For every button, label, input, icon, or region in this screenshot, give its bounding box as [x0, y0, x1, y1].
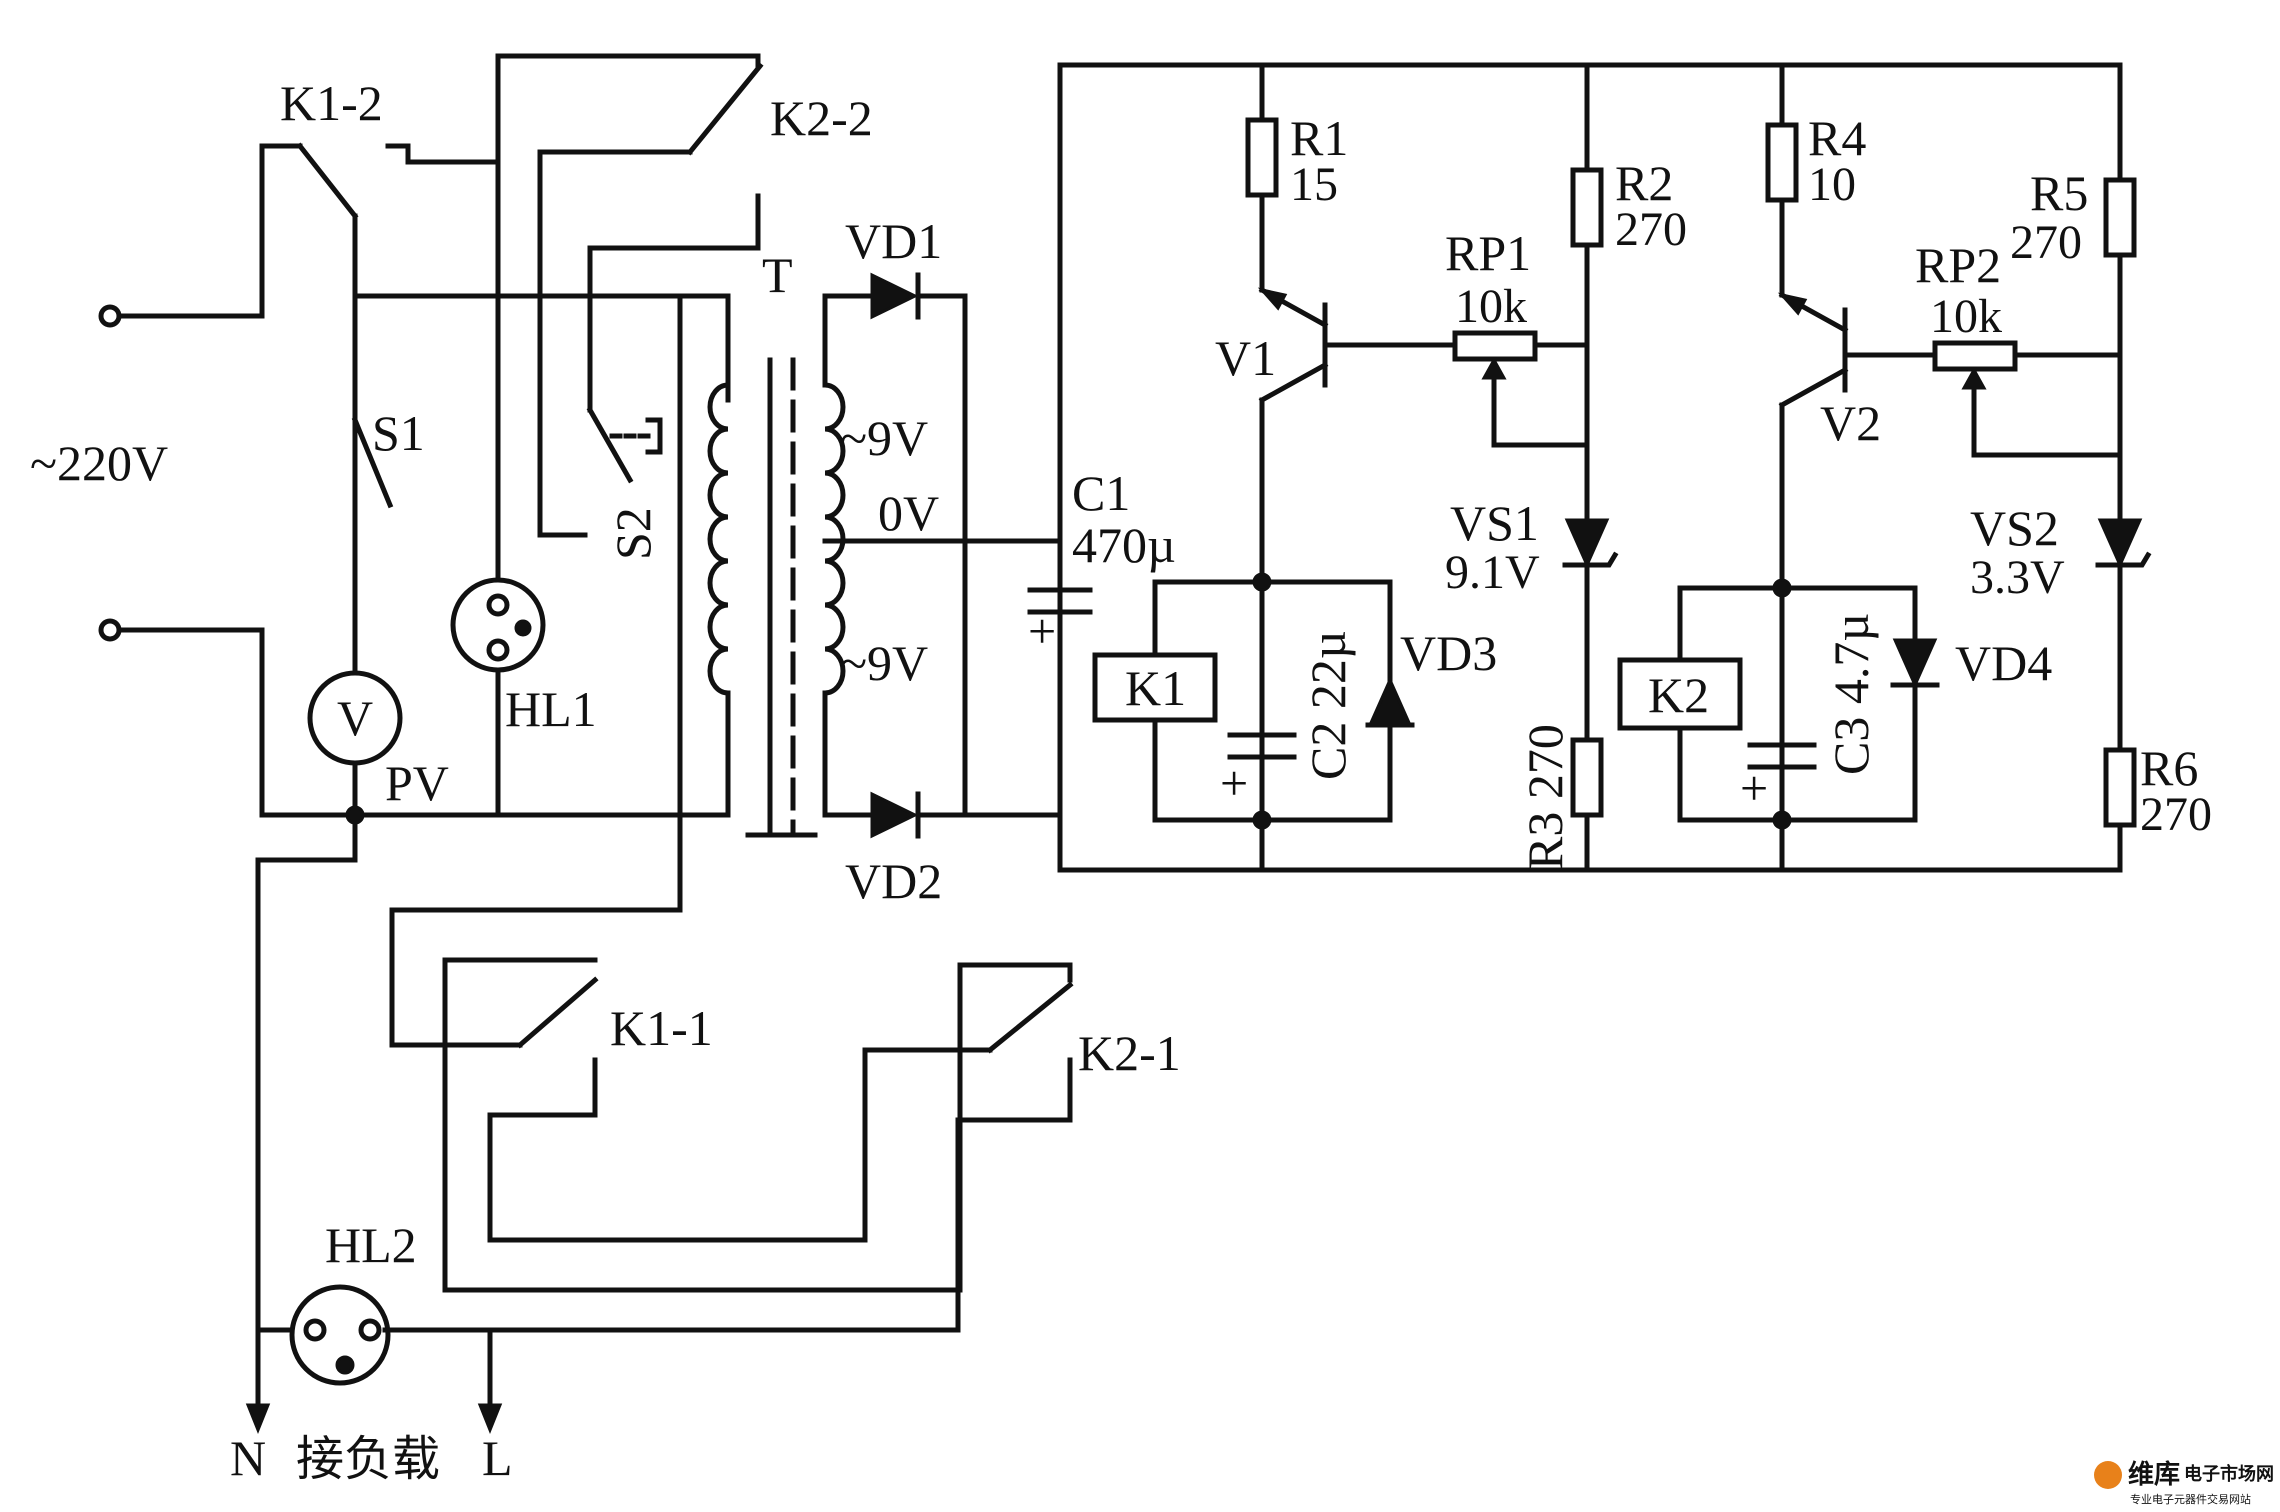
input-terminal-bottom [98, 618, 122, 642]
r1-label: R1 [1290, 110, 1348, 166]
n-label: N [230, 1430, 266, 1486]
c3-plus: + [1740, 760, 1768, 816]
k1-1-label: K1-1 [610, 1000, 713, 1056]
tap-mid-label: 0V [878, 485, 939, 541]
k1-label: K1 [1125, 660, 1186, 716]
vs1-value: 9.1V [1445, 546, 1540, 599]
transformer-t: T ~9V 0V ~9V [389, 247, 1063, 1048]
pv-label: PV [385, 755, 449, 811]
r2-resistor [1570, 167, 1604, 248]
c1-label: C1 [1072, 465, 1130, 521]
rp2-value: 10k [1930, 290, 2002, 343]
rectifier: VD1 VD2 + C1 470µ [822, 213, 1176, 909]
s2-label: S2 [605, 507, 661, 560]
r5-resistor [2103, 177, 2137, 258]
r1-resistor [1245, 117, 1279, 198]
watermark-site: 电子市场网 [2184, 1463, 2274, 1485]
watermark-sub: 专业电子元器件交易网站 [2130, 1492, 2251, 1506]
k2-2-label: K2-2 [770, 90, 873, 146]
supply-voltage-label: ~220V [30, 435, 168, 491]
output-section: HL2 N 接负载 L [230, 1217, 513, 1487]
watermark-brand: 维库 [2128, 1459, 2180, 1490]
r5-label: R5 [2030, 165, 2088, 221]
vd4-label: VD4 [1955, 635, 2052, 691]
watermark: 维库 电子市场网 专业电子元器件交易网站 [2094, 1459, 2274, 1506]
k2-relay-coil [1617, 657, 1743, 731]
c3-label: C3 4.7µ [1823, 613, 1879, 775]
k1-relay-coil [1092, 652, 1218, 723]
rp1-potentiometer [1452, 330, 1538, 362]
vs2-value: 3.3V [1970, 551, 2065, 604]
r5-value: 270 [2010, 216, 2082, 269]
load-label: 接负载 [296, 1431, 440, 1487]
control-board: R1 15 V1 RP1 10k R2 270 VS1 9.1V R3 270 [1057, 62, 2212, 873]
r3-resistor [1570, 737, 1604, 818]
input-terminal-top [98, 304, 122, 328]
r6-label: R6 [2140, 740, 2198, 796]
vd3-label: VD3 [1400, 625, 1497, 681]
l-output-arrow [477, 1403, 503, 1435]
c1-plus: + [1028, 603, 1056, 659]
tap-bottom-label: ~9V [840, 635, 928, 691]
r4-value: 10 [1808, 158, 1856, 211]
voltmeter-symbol: V [337, 690, 373, 746]
rp2-potentiometer [1932, 340, 2018, 372]
r4-label: R4 [1808, 110, 1866, 166]
hl2-lamp [289, 1284, 391, 1386]
output-contacts: K1-1 K2-1 [382, 957, 1181, 1333]
v2-label: V2 [1820, 395, 1881, 451]
vd1-label: VD1 [845, 213, 942, 269]
rp1-label: RP1 [1445, 225, 1531, 281]
l-label: L [482, 1430, 513, 1486]
r6-value: 270 [2140, 788, 2212, 841]
v1-label: V1 [1215, 330, 1276, 386]
vs2-label: VS2 [1970, 500, 2059, 556]
n-output-arrow [245, 1403, 271, 1435]
c2-plus: + [1220, 755, 1248, 811]
hl1-label: HL1 [505, 681, 597, 737]
k2-1-label: K2-1 [1078, 1025, 1181, 1081]
s1-label: S1 [372, 405, 425, 461]
r1-value: 15 [1290, 158, 1338, 211]
r6-resistor [2103, 747, 2137, 828]
mains-section: ~220V K1-2 K2-2 S2 S1 V PV [30, 53, 873, 1413]
k2-label: K2 [1648, 667, 1709, 723]
vs1-label: VS1 [1450, 495, 1539, 551]
rp2-label: RP2 [1915, 237, 2001, 293]
tap-top-label: ~9V [840, 410, 928, 466]
k1-2-label: K1-2 [280, 75, 383, 131]
watermark-logo-icon [2094, 1461, 2122, 1489]
r4-resistor [1765, 122, 1799, 203]
vd2-label: VD2 [845, 853, 942, 909]
r2-label: R2 [1615, 155, 1673, 211]
r3-label: R3 270 [1517, 724, 1573, 870]
hl2-label: HL2 [325, 1217, 417, 1273]
rp1-value: 10k [1455, 280, 1527, 333]
c2-label: C2 22µ [1300, 630, 1356, 780]
r2-value: 270 [1615, 203, 1687, 256]
transformer-label: T [762, 247, 793, 303]
c1-value: 470µ [1072, 517, 1176, 573]
